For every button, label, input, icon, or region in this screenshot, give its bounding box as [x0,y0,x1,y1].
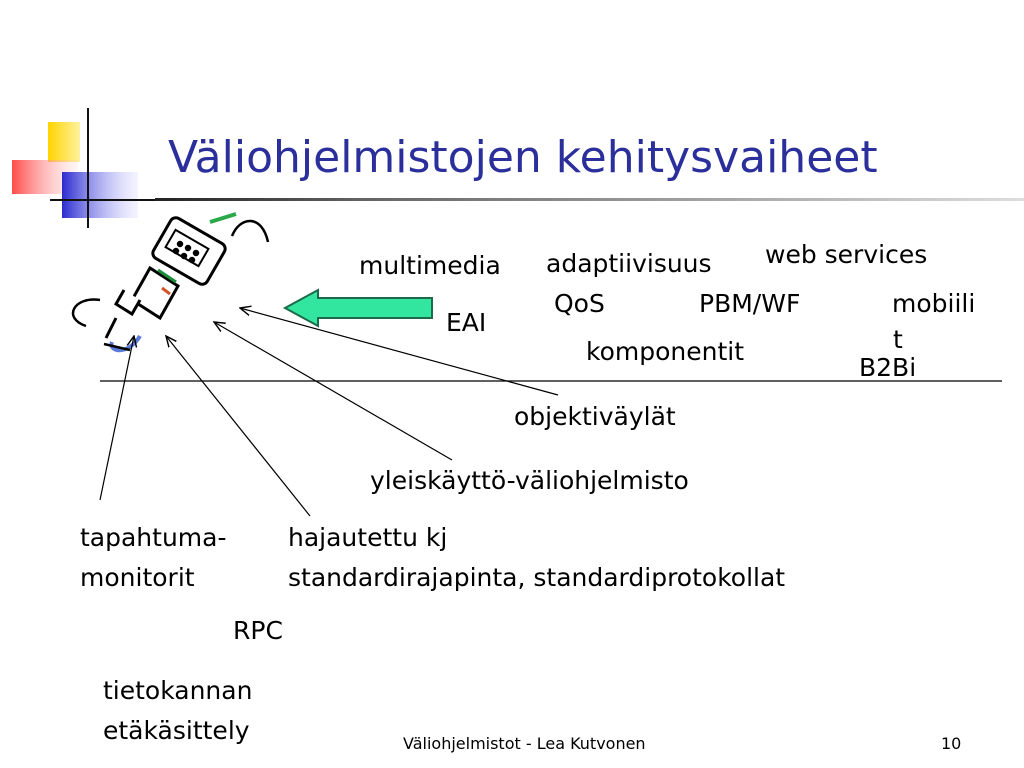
logo-blue-square [62,172,138,218]
label-komponentit: komponentit [586,337,745,366]
label-pbm-wf: PBM/WF [699,289,801,318]
page-title: Väliohjelmistojen kehitysvaiheet [168,132,878,183]
label-hajautettu-line2: standardirajapinta, standardiprotokollat [288,563,786,592]
logo-decoration [12,108,160,228]
label-web-services: web services [765,240,928,269]
label-multimedia: multimedia [359,251,501,280]
label-mobiili-line2: t [893,325,903,354]
arrow-tapahtuma [99,336,134,501]
arrow-yleiskaytto [214,322,453,461]
label-eai: EAI [446,308,487,337]
footer-text: Väliohjelmistot - Lea Kutvonen [403,734,646,753]
label-tapahtuma-line2: monitorit [80,563,195,592]
network-plug-icon [71,212,270,353]
label-tietokannan-line1: tietokannan [103,676,253,705]
label-objektivaylat: objektiväylät [514,402,676,431]
title-underline [155,198,1024,201]
page-number: 10 [941,734,962,753]
label-rpc: RPC [233,616,283,645]
label-yleiskaytto: yleiskäyttö-väliohjelmisto [370,466,689,495]
logo-yellow-square [48,122,80,162]
label-mobiili-line1: mobiili [892,289,976,318]
label-b2bi: B2Bi [859,353,917,382]
label-tietokannan-line2: etäkäsittely [103,716,250,745]
label-tapahtuma-line1: tapahtuma- [80,523,227,552]
arrow-objektivaylat [240,308,559,396]
arrow-hajautettu [166,336,311,517]
green-arrow [282,288,433,328]
label-adaptiivisuus: adaptiivisuus [546,249,712,278]
label-hajautettu-line1: hajautettu kj [288,523,448,552]
label-qos: QoS [554,289,605,318]
